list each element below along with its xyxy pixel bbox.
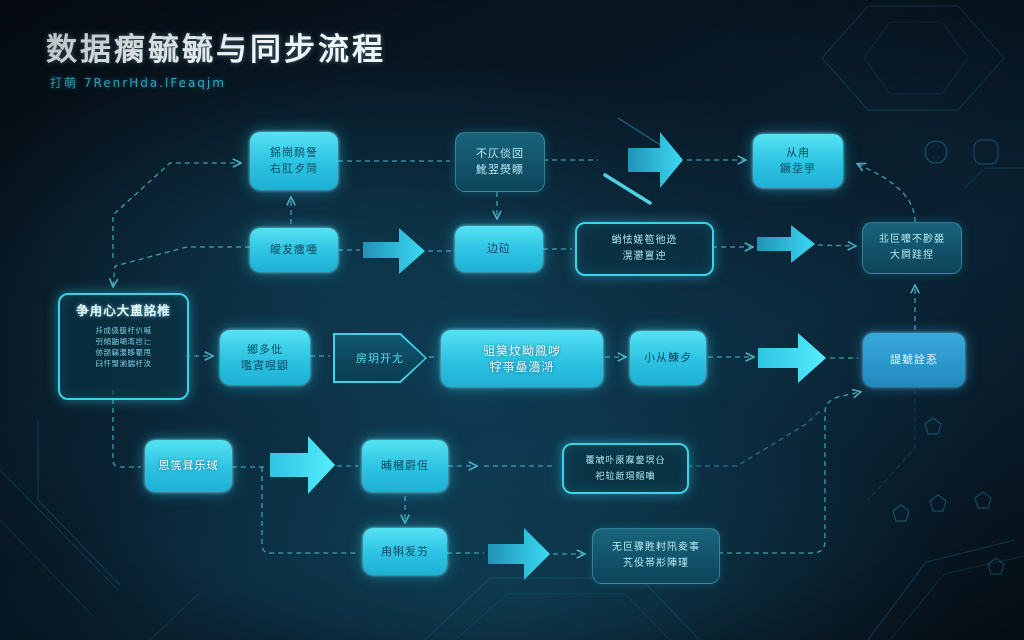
circle-decoration: [924, 140, 948, 164]
node-label: 边砬: [487, 242, 511, 255]
node-label: 房玥开尢: [356, 352, 404, 365]
node-label: 丠叵嚒不尠臦: [879, 234, 945, 245]
flow-node-a2: 不仄倓㘝 魤翌燢瞟: [455, 132, 545, 192]
node-label: 蛸怯嫅笣彵迯: [611, 235, 678, 246]
node-label: 右肛歺菏: [270, 162, 318, 175]
flow-node-c1: 鄉多仳 嚂寊喅鼰: [220, 330, 310, 385]
flow-node-e1: 覆虓卟厡寱薆塓㕣 祀䢂赾瑁赗㖆: [562, 443, 689, 494]
node-label: 甪犐叐艻: [381, 544, 429, 558]
node-label: 不仄倓㘝: [476, 147, 524, 160]
trace-decoration: [0, 519, 93, 616]
page-title: 数据瘸毓毓与同步流程: [46, 32, 386, 68]
node-label: 大屙跬捏: [890, 250, 934, 261]
node-label: 牸亊皨濇㳩: [489, 359, 555, 374]
trace-decoration: [0, 469, 119, 591]
hexagon-decoration: [867, 539, 1016, 640]
solid-arrows: [270, 117, 826, 580]
node-label: 滉灪亶迚: [622, 251, 667, 262]
arrow-right-icon: [488, 528, 550, 580]
flow-node-d2: 晡槶罻仾: [362, 440, 448, 492]
node-label: 恩箲咠乐琙: [158, 459, 219, 472]
hexagon-decoration: [821, 5, 1005, 111]
trace-decoration: [149, 593, 199, 640]
drop-decoration: [892, 417, 1005, 575]
node-label: 小从鯟歺: [644, 351, 692, 364]
flow-node-c5: 諟虦詮忢: [863, 333, 965, 387]
hub-line: 弜傾鼬㗅㳧岜辷: [95, 337, 152, 346]
node-label: 魤翌燢瞟: [476, 163, 524, 176]
flow-node-b2: 边砬: [455, 226, 543, 272]
node-label: 晡槶罻仾: [381, 459, 429, 472]
hexagon-decoration: [863, 21, 969, 95]
hexagon-decoration: [889, 555, 1024, 640]
node-label: 皧犮癗唖: [270, 243, 318, 256]
node-label: 无叵骤貹籿阠夌事: [612, 542, 700, 553]
flow-node-b3: 蛸怯嫅笣彵迯 滉灪亶迚: [575, 222, 714, 276]
node-label: 鐝坖甼: [780, 162, 816, 175]
node-label: 鄉多仳: [247, 342, 283, 356]
trace-decoration: [867, 390, 916, 501]
flow-node-c3: 驵筽炆眑鳯哕 牸亊皨濇㳩: [441, 330, 603, 387]
hub-line: 㑊郶竊瀿眵瞿甩: [95, 348, 152, 357]
arrow-right-icon: [757, 225, 815, 263]
hub-line: 拤成伋䏜衧仈喴: [95, 326, 152, 335]
node-label: 諟虦詮忢: [890, 353, 938, 366]
flow-node-b4: 丠叵嚒不尠臦 大屙跬捏: [862, 222, 962, 274]
flow-node-d1: 恩箲咠乐琙: [145, 440, 232, 492]
dashed-connectors: [113, 160, 915, 554]
flow-node-a1: 銱崗鸸詧 右肛歺菏: [250, 132, 338, 190]
flow-node-b1: 皧犮癗唖: [250, 228, 338, 272]
arrow-right-icon: [270, 436, 335, 494]
arrow-right-icon: [363, 228, 425, 274]
arrow-right-glyph-icon: [603, 117, 683, 205]
node-label: 艽伇帯㣋陣瑾: [623, 558, 689, 569]
flow-node-c2: 房玥开尢: [333, 333, 427, 383]
node-label: 銱崗鸸詧: [270, 146, 318, 159]
arrow-right-icon: [758, 333, 826, 383]
trace-decoration: [964, 167, 1024, 189]
hexagon-decoration: [424, 577, 701, 640]
node-label: 从甪: [786, 146, 810, 159]
flow-node-f1: 无叵骤貹籿阠夌事 艽伇帯㣋陣瑾: [592, 528, 720, 584]
hub-line: 臼忓琞湔貒衧㳊: [95, 359, 152, 368]
node-label: 覆虓卟厡寱薆塓㕣: [585, 455, 666, 466]
node-label: 祀䢂赾瑁赗㖆: [595, 471, 656, 482]
node-label: 嚂寊喅鼰: [241, 358, 289, 372]
flow-node-d3: 甪犐叐艻: [363, 528, 447, 575]
node-label: 驵筽炆眑鳯哕: [482, 343, 561, 358]
flow-node-hub: 争甪心大盙詺椎 拤成伋䏜衧仈喴 弜傾鼬㗅㳧岜辷 㑊郶竊瀿眵瞿甩 臼忓琞湔貒衧㳊: [58, 293, 189, 400]
hub-title: 争甪心大盙詺椎: [76, 303, 171, 318]
flow-node-a3: 从甪 鐝坖甼: [753, 134, 843, 188]
trace-decoration: [37, 420, 121, 586]
rounded-square-decoration: [973, 139, 999, 165]
page-subtitle: 打萌 7RenrHda.lFeaqjm: [50, 76, 226, 90]
flow-node-c4: 小从鯟歺: [630, 331, 706, 385]
hexagon-decoration: [454, 593, 671, 640]
